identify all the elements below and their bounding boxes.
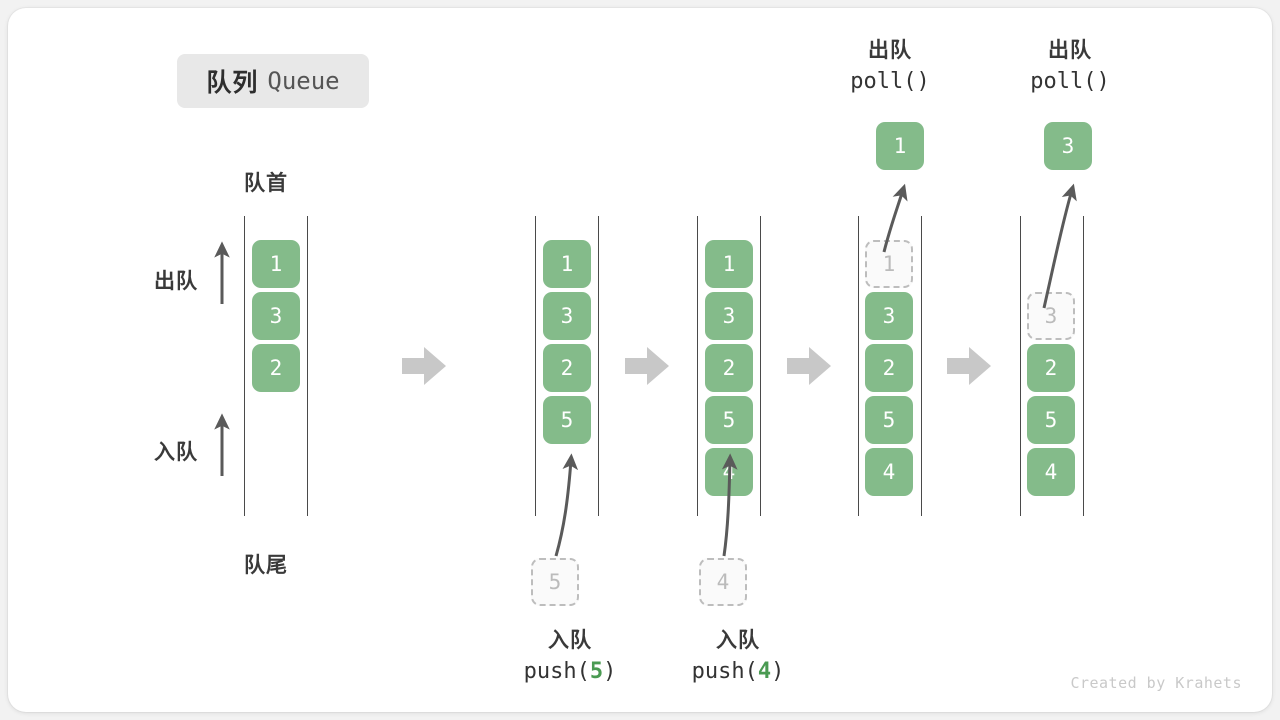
queue-cell: 5 <box>705 396 753 444</box>
col-after-poll-3: 3 2 5 4 <box>1027 292 1075 496</box>
queue-cell: 5 <box>1027 396 1075 444</box>
operation-cn: 入队 <box>548 629 592 652</box>
queue-rail-right-2 <box>598 216 599 516</box>
queue-cell-removed: 1 <box>865 240 913 288</box>
queue-cell: 4 <box>1027 448 1075 496</box>
queue-cell: 1 <box>705 240 753 288</box>
push-5-arrow <box>554 453 579 557</box>
transition-chevron-3 <box>787 347 831 385</box>
queue-rail-right-4 <box>921 216 922 516</box>
poll-3-arrow <box>1042 183 1077 309</box>
queue-cell: 3 <box>865 292 913 340</box>
operation-cn: 出队 <box>868 39 912 62</box>
queue-cell: 2 <box>705 344 753 392</box>
operation-caption-poll-1: 出队 poll() <box>820 36 960 97</box>
arrows-overlay <box>214 183 1077 557</box>
queue-rail-right-3 <box>760 216 761 516</box>
queue-rail-left-4 <box>858 216 859 516</box>
queue-cell: 4 <box>705 448 753 496</box>
title-badge: 队列 Queue <box>177 54 369 108</box>
queue-front-label: 队首 <box>244 172 288 195</box>
operation-code: push(5) <box>523 658 617 684</box>
queue-cell: 3 <box>252 292 300 340</box>
transition-chevron-4 <box>947 347 991 385</box>
transition-chevron-1 <box>402 347 446 385</box>
operation-caption-push-4: 入队 push(4) <box>653 626 823 687</box>
queue-cell: 3 <box>705 292 753 340</box>
operation-code: poll() <box>850 68 930 94</box>
diagram-card: 队列 Queue 队首 队尾 出队 入队 出队 poll() 出队 poll()… <box>8 8 1272 712</box>
queue-rear-label: 队尾 <box>244 554 288 577</box>
queue-cell: 2 <box>543 344 591 392</box>
title-cn: 队列 <box>206 69 259 97</box>
operation-code: push(4) <box>691 658 785 684</box>
title-en: Queue <box>267 67 340 95</box>
operation-code: poll() <box>1030 68 1110 94</box>
transition-chevron-2 <box>625 347 669 385</box>
queue-rail-right-1 <box>307 216 308 516</box>
queue-cell: 2 <box>865 344 913 392</box>
outgoing-1: 1 <box>876 122 924 170</box>
col-after-push-5: 1 3 2 5 <box>543 240 591 444</box>
operation-caption-poll-2: 出队 poll() <box>1000 36 1140 97</box>
enqueue-side-label: 入队 <box>154 441 198 464</box>
queue-cell: 1 <box>252 240 300 288</box>
incoming-4: 4 <box>699 558 747 606</box>
queue-cell: 5 <box>543 396 591 444</box>
incoming-5: 5 <box>531 558 579 606</box>
queue-cell: 5 <box>865 396 913 444</box>
queue-cell: 2 <box>252 344 300 392</box>
queue-rail-left-5 <box>1020 216 1021 516</box>
operation-cn: 出队 <box>1048 39 1092 62</box>
queue-cell: 2 <box>1027 344 1075 392</box>
queue-cell: 4 <box>865 448 913 496</box>
queue-cell-removed: 3 <box>1027 292 1075 340</box>
dequeue-side-label: 出队 <box>154 270 198 293</box>
operation-cn: 入队 <box>716 629 760 652</box>
col-after-poll-1: 1 3 2 5 4 <box>865 240 913 496</box>
queue-rail-left-2 <box>535 216 536 516</box>
col-after-push-4: 1 3 2 5 4 <box>705 240 753 496</box>
outgoing-3: 3 <box>1044 122 1092 170</box>
credit-text: Created by Krahets <box>1070 674 1242 692</box>
col-initial: 1 3 2 <box>252 240 300 392</box>
queue-rail-left-3 <box>697 216 698 516</box>
queue-rail-left-1 <box>244 216 245 516</box>
operation-caption-push-5: 入队 push(5) <box>485 626 655 687</box>
queue-cell: 3 <box>543 292 591 340</box>
queue-cell: 1 <box>543 240 591 288</box>
queue-rail-right-5 <box>1083 216 1084 516</box>
